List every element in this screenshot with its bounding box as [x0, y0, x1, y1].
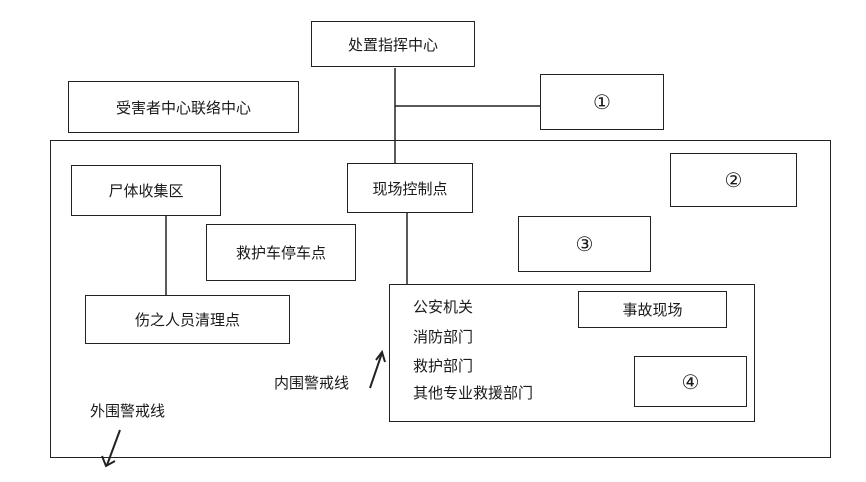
marker-3: ③ — [575, 232, 594, 256]
marker-4-box: ④ — [634, 356, 747, 407]
inner-cordon-arrow — [369, 349, 386, 389]
command-center-box: 处置指挥中心 — [311, 21, 475, 67]
marker-1-box: ① — [540, 74, 664, 130]
casualty-clearing-label: 伤之人员清理点 — [134, 311, 240, 329]
inner-unit-ambulance: 救护部门 — [413, 357, 474, 375]
casualty-clearing-box: 伤之人员清理点 — [85, 295, 290, 344]
ambulance-stop-box: 救护车停车点 — [206, 224, 356, 281]
outer-cordon-label: 外围警戒线 — [90, 402, 166, 420]
field-control-box: 现场控制点 — [347, 163, 473, 213]
accident-scene-label: 事故现场 — [622, 301, 683, 319]
outer-cordon-arrow — [101, 429, 121, 468]
victim-center-box: 受害者中心联络中心 — [68, 81, 299, 133]
inner-unit-other-rescue: 其他专业救援部门 — [413, 384, 534, 402]
inner-cordon-frame — [389, 284, 755, 422]
inner-unit-police: 公安机关 — [413, 298, 474, 316]
morgue-box: 尸体收集区 — [71, 165, 221, 216]
marker-2-box: ② — [670, 153, 797, 207]
ambulance-stop-label: 救护车停车点 — [235, 244, 326, 262]
command-center-label: 处置指挥中心 — [347, 35, 438, 54]
accident-scene-box: 事故现场 — [578, 291, 727, 328]
outer-cordon-frame — [50, 140, 831, 458]
field-control-label: 现场控制点 — [372, 179, 448, 198]
marker-4: ④ — [681, 369, 700, 394]
marker-1: ① — [593, 90, 611, 114]
marker-3-box: ③ — [518, 216, 651, 272]
inner-unit-fire: 消防部门 — [413, 328, 474, 346]
inner-cordon-label: 内围警戒线 — [274, 374, 350, 392]
marker-2: ② — [724, 168, 743, 192]
morgue-label: 尸体收集区 — [108, 182, 184, 200]
victim-center-label: 受害者中心联络中心 — [115, 98, 251, 117]
